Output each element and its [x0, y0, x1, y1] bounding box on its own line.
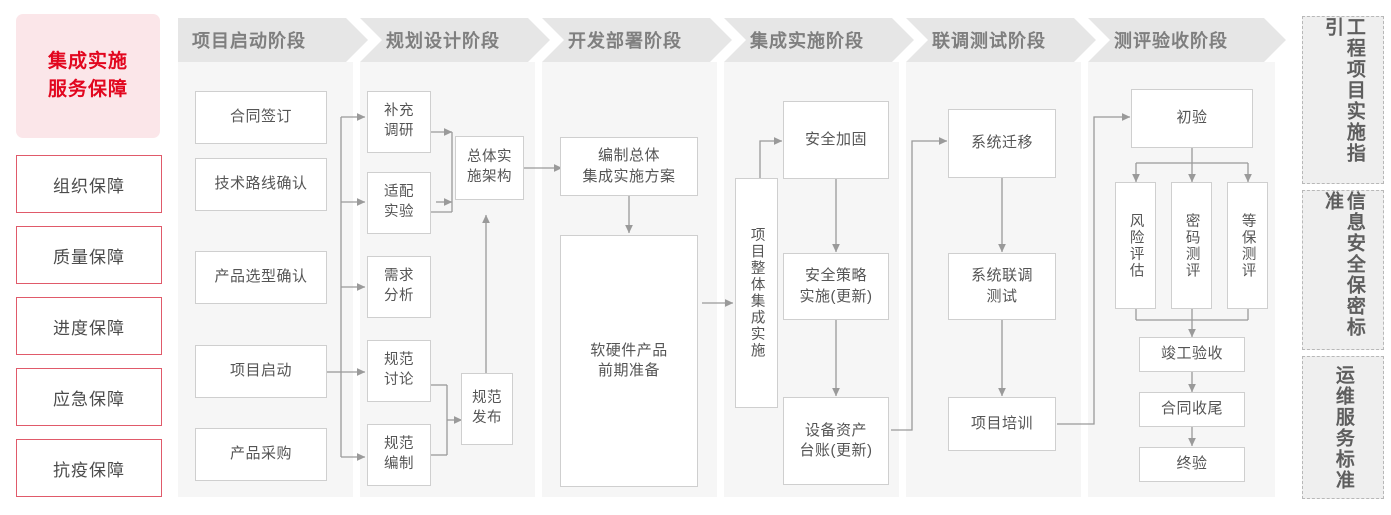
node-project-kickoff[interactable]: 项目启动	[195, 345, 327, 398]
phase-label-joint-test: 联调测试阶段	[932, 31, 1046, 51]
phase-label-startup: 项目启动阶段	[192, 31, 306, 51]
node-spec-release[interactable]: 规范发布	[461, 373, 513, 445]
node-overall-integration-plan[interactable]: 编制总体集成实施方案	[560, 137, 698, 196]
node-security-hardening[interactable]: 安全加固	[783, 101, 889, 179]
node-equipment-asset-ledger[interactable]: 设备资产台账(更新)	[783, 397, 889, 485]
sidebar-item-schedule[interactable]: 进度保障	[16, 297, 162, 355]
guarantee-title-card: 集成实施 服务保障	[16, 14, 160, 138]
node-tech-route-confirm[interactable]: 技术路线确认	[195, 158, 327, 211]
phase-header-develop[interactable]: 开发部署阶段	[542, 18, 732, 62]
node-preliminary-acceptance[interactable]: 初验	[1131, 89, 1253, 148]
standard-label-ops-service: 运维服务标准	[1332, 364, 1354, 491]
sidebar-item-emergency[interactable]: 应急保障	[16, 368, 162, 426]
node-spec-discussion[interactable]: 规范讨论	[367, 340, 431, 402]
node-risk-assessment[interactable]: 风险评估	[1115, 182, 1156, 309]
node-adaptation-test[interactable]: 适配实验	[367, 172, 431, 234]
node-requirement-analysis[interactable]: 需求分析	[367, 256, 431, 318]
phase-header-startup[interactable]: 项目启动阶段	[178, 18, 368, 62]
node-system-migration[interactable]: 系统迁移	[948, 109, 1056, 178]
node-completion-acceptance[interactable]: 竣工验收	[1139, 337, 1245, 372]
node-contract-signing[interactable]: 合同签订	[195, 91, 327, 144]
node-spec-drafting[interactable]: 规范编制	[367, 424, 431, 486]
node-overall-project-integration[interactable]: 项目整体集成实施	[735, 178, 778, 408]
guarantee-title-line1: 集成实施	[47, 50, 128, 72]
node-final-acceptance[interactable]: 终验	[1139, 447, 1245, 482]
sidebar-item-organization[interactable]: 组织保障	[16, 155, 162, 213]
standard-card-ops-service[interactable]: 运维服务标准	[1302, 356, 1384, 499]
phase-label-planning: 规划设计阶段	[386, 31, 500, 51]
node-supplement-survey[interactable]: 补充调研	[367, 91, 431, 153]
phase-header-joint-test[interactable]: 联调测试阶段	[906, 18, 1096, 62]
node-product-procurement[interactable]: 产品采购	[195, 428, 327, 481]
standard-card-engineering-guideline[interactable]: 工程项目实施指引	[1302, 16, 1384, 184]
sidebar-item-epidemic[interactable]: 抗疫保障	[16, 439, 162, 497]
phase-label-integrate: 集成实施阶段	[750, 31, 864, 51]
guarantee-title-line2: 服务保障	[47, 79, 128, 100]
phase-header-planning[interactable]: 规划设计阶段	[360, 18, 550, 62]
node-overall-architecture[interactable]: 总体实施架构	[455, 136, 524, 200]
phase-header-acceptance[interactable]: 测评验收阶段	[1088, 18, 1286, 62]
node-product-selection[interactable]: 产品选型确认	[195, 251, 327, 304]
node-password-evaluation[interactable]: 密码测评	[1171, 182, 1212, 309]
sidebar-item-quality[interactable]: 质量保障	[16, 226, 162, 284]
node-security-policy-impl[interactable]: 安全策略实施(更新)	[783, 253, 889, 320]
standard-label-engineering-guideline: 工程项目实施指引	[1322, 17, 1365, 164]
node-classified-evaluation[interactable]: 等保测评	[1227, 182, 1268, 309]
node-project-training[interactable]: 项目培训	[948, 397, 1056, 451]
node-hw-sw-preparation[interactable]: 软硬件产品前期准备	[560, 235, 698, 487]
standard-label-infosec: 信息安全保密标准	[1322, 191, 1365, 338]
phase-label-acceptance: 测评验收阶段	[1114, 31, 1228, 51]
phase-label-develop: 开发部署阶段	[568, 31, 682, 51]
node-system-joint-test[interactable]: 系统联调测试	[948, 253, 1056, 320]
phase-header-integrate[interactable]: 集成实施阶段	[724, 18, 914, 62]
standard-card-infosec[interactable]: 信息安全保密标准	[1302, 190, 1384, 350]
node-contract-closing[interactable]: 合同收尾	[1139, 392, 1245, 427]
